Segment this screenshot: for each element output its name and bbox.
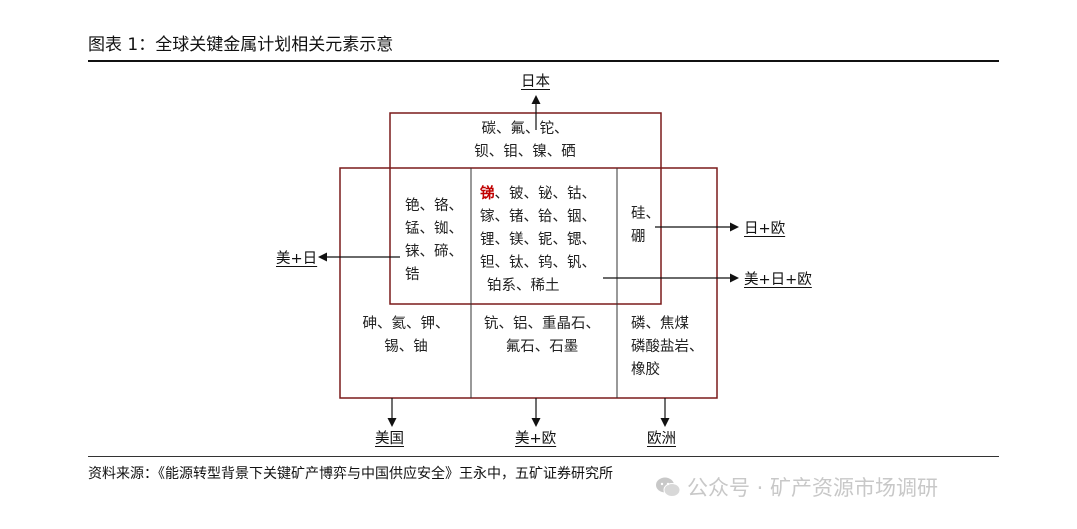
cell-us-japan: 铯、铬、 锰、铷、 铼、碲、 锆 xyxy=(405,195,471,287)
label-us-japan: 美+日 xyxy=(276,251,318,267)
cell-line: 钪、铝、重晶石、 xyxy=(484,316,600,332)
cell-line: 锰、铷、 xyxy=(405,221,463,237)
cell-line: 锂、镁、铌、锶、 xyxy=(480,232,596,248)
main-box xyxy=(339,167,718,399)
cell-line: 橡胶 xyxy=(631,362,660,378)
cell-line: 硼 xyxy=(631,229,646,245)
cell-line: 铯、铬、 xyxy=(405,198,463,214)
cell-europe-only: 磷、焦煤 磷酸盐岩、 橡胶 xyxy=(631,313,715,382)
wechat-icon xyxy=(656,477,681,497)
watermark-text: 公众号 · 矿产资源市场调研 xyxy=(687,476,939,500)
cell-line: 锑、铍、铋、钴、 xyxy=(480,183,615,206)
cell-line: 钽、钛、钨、钒、 xyxy=(480,255,596,271)
cell-line-rest: 、铍、铋、钴、 xyxy=(494,186,597,202)
label-japan-europe: 日+欧 xyxy=(744,221,786,237)
page-title: 图表 1：全球关键金属计划相关元素示意 xyxy=(88,35,394,55)
cell-line: 锡、铀 xyxy=(384,339,428,355)
japan-box xyxy=(389,112,662,305)
cell-japan-europe: 硅、 硼 xyxy=(631,203,671,249)
label-us-europe: 美+欧 xyxy=(515,431,557,447)
cell-line: 镓、锗、铪、铟、 xyxy=(480,209,596,225)
source-note: 资料来源：《能源转型背景下关键矿产博弈与中国供应安全》王永中，五矿证券研究所 xyxy=(88,466,613,482)
label-us: 美国 xyxy=(375,431,404,447)
cell-line: 硅、 xyxy=(631,206,660,222)
antimony-highlight: 锑 xyxy=(480,186,495,202)
cell-line: 锆 xyxy=(405,267,420,283)
label-us-japan-europe: 美+日+欧 xyxy=(744,272,812,288)
watermark: 公众号 · 矿产资源市场调研 xyxy=(655,472,938,502)
cell-line: 砷、氦、钾、 xyxy=(362,316,450,332)
cell-japan-only: 碳、氟、铊、 钡、钼、镍、硒 xyxy=(440,118,610,164)
cell-line: 碳、氟、铊、 xyxy=(481,121,569,137)
cell-us-only: 砷、氦、钾、 锡、铀 xyxy=(345,313,467,359)
cell-line: 磷、焦煤 xyxy=(631,316,689,332)
cell-line: 钡、钼、镍、硒 xyxy=(474,144,576,160)
cell-line: 磷酸盐岩、 xyxy=(631,339,704,355)
source-divider xyxy=(88,456,999,457)
cell-us-japan-europe: 锑、铍、铋、钴、 镓、锗、铪、铟、 锂、镁、铌、锶、 钽、钛、钨、钒、 铂系、稀… xyxy=(480,183,615,298)
cell-line: 铂系、稀土 xyxy=(487,278,560,294)
title-divider xyxy=(88,60,999,62)
cell-line: 氟石、石墨 xyxy=(505,339,579,355)
cell-us-europe: 钪、铝、重晶石、 氟石、石墨 xyxy=(472,313,612,359)
cell-line: 铼、碲、 xyxy=(405,244,463,260)
label-japan: 日本 xyxy=(521,74,550,90)
label-europe: 欧洲 xyxy=(647,431,676,447)
